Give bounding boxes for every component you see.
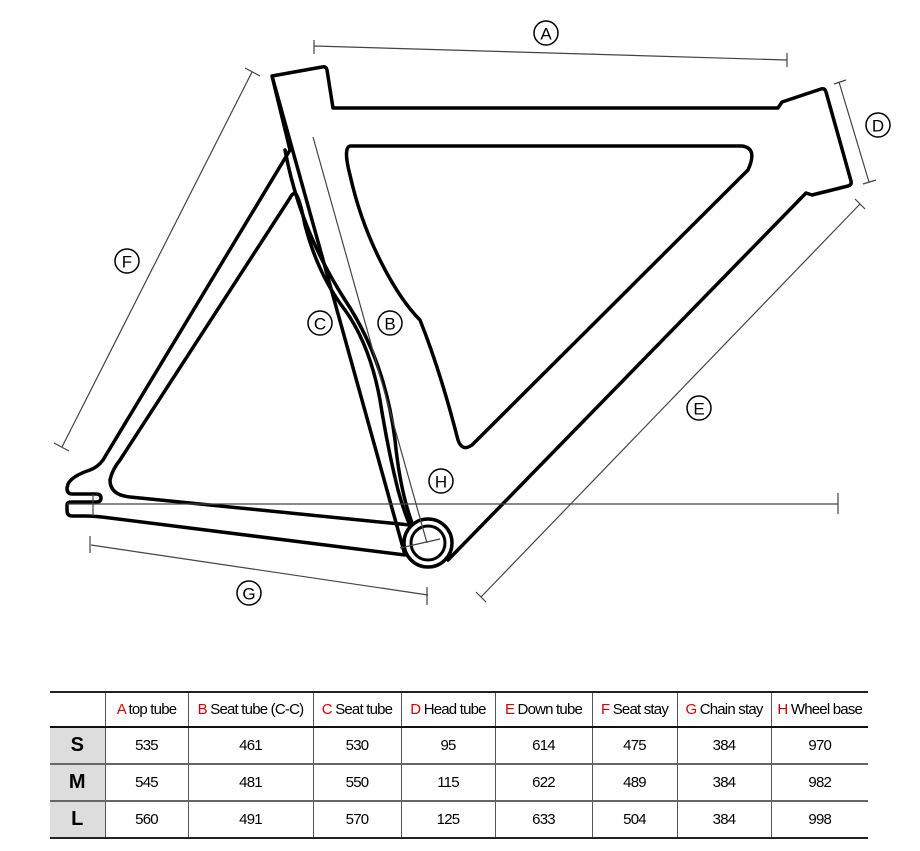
dim-line-g — [90, 544, 429, 596]
table-cell: 504 — [591, 801, 677, 838]
marker-h: H — [428, 468, 454, 494]
svg-text:F: F — [122, 253, 132, 272]
table-cell: 614 — [494, 727, 592, 764]
table-cell: 545 — [104, 764, 188, 801]
column-header: B Seat tube (C-C) — [187, 692, 313, 727]
column-letter: F — [600, 701, 610, 718]
table-cell: 461 — [187, 727, 313, 764]
size-label: M — [50, 764, 105, 801]
size-label: L — [50, 801, 105, 838]
table-cell: 384 — [676, 727, 771, 764]
table-cell: 622 — [494, 764, 592, 801]
column-letter: D — [410, 701, 421, 718]
frame-outline — [65, 65, 853, 562]
table-cell: 982 — [770, 764, 868, 801]
svg-text:B: B — [384, 315, 395, 334]
column-header: E Down tube — [494, 692, 592, 727]
marker-e: E — [686, 395, 712, 421]
table-cell: 970 — [770, 727, 868, 764]
column-letter: G — [685, 701, 697, 718]
table-cell: 560 — [104, 801, 188, 838]
dim-line-e — [480, 203, 861, 598]
marker-g: G — [236, 580, 262, 606]
column-name: Down tube — [517, 701, 583, 718]
column-name: Seat tube — [335, 701, 393, 718]
table-cell: 481 — [187, 764, 313, 801]
svg-text:E: E — [693, 400, 704, 419]
table-cell: 530 — [312, 727, 401, 764]
dim-line-f — [61, 71, 253, 448]
table-cell: 475 — [591, 727, 677, 764]
size-label: S — [50, 727, 105, 764]
column-name: Wheel base — [790, 701, 863, 718]
table-cell: 125 — [400, 801, 495, 838]
table-cell: 570 — [312, 801, 401, 838]
svg-text:D: D — [872, 117, 884, 136]
dim-line-c — [312, 136, 428, 544]
dimension-lines — [53, 40, 877, 605]
table-cell: 384 — [676, 801, 771, 838]
column-name: Seat tube (C-C) — [210, 701, 304, 718]
marker-b: B — [377, 310, 403, 336]
column-header: C Seat tube — [312, 692, 401, 727]
column-letter: H — [777, 701, 788, 718]
column-name: top tube — [128, 701, 177, 718]
marker-f: F — [114, 248, 140, 274]
dimension-markers: A B C D E F G H — [114, 20, 891, 606]
column-name: Seat stay — [612, 701, 669, 718]
svg-text:C: C — [314, 315, 326, 334]
column-letter: C — [321, 701, 333, 718]
svg-text:G: G — [242, 585, 255, 604]
bottom-bracket — [402, 517, 454, 569]
svg-text:A: A — [540, 25, 552, 44]
column-header: D Head tube — [400, 692, 495, 727]
column-letter: A — [116, 701, 126, 718]
column-header: F Seat stay — [591, 692, 677, 727]
table-cell: 633 — [494, 801, 592, 838]
column-letter: E — [504, 701, 515, 718]
column-letter: B — [197, 701, 208, 718]
dim-line-d — [838, 81, 870, 183]
marker-d: D — [865, 112, 891, 138]
column-name: Chain stay — [699, 701, 764, 718]
table-cell: 95 — [400, 727, 495, 764]
marker-a: A — [533, 20, 559, 46]
table-cell: 550 — [312, 764, 401, 801]
dim-line-a — [313, 45, 788, 61]
corner-cell — [50, 692, 105, 727]
column-name: Head tube — [423, 701, 487, 718]
column-header: A top tube — [104, 692, 188, 727]
table-cell: 535 — [104, 727, 188, 764]
column-header: H Wheel base — [770, 692, 868, 727]
bike-frame-diagram: A B C D E F G H — [53, 20, 891, 606]
column-header: G Chain stay — [676, 692, 771, 727]
table-cell: 384 — [676, 764, 771, 801]
table-cell: 491 — [187, 801, 313, 838]
table-cell: 489 — [591, 764, 677, 801]
svg-text:H: H — [435, 473, 447, 492]
marker-c: C — [307, 310, 333, 336]
table-cell: 998 — [770, 801, 868, 838]
table-cell: 115 — [400, 764, 495, 801]
